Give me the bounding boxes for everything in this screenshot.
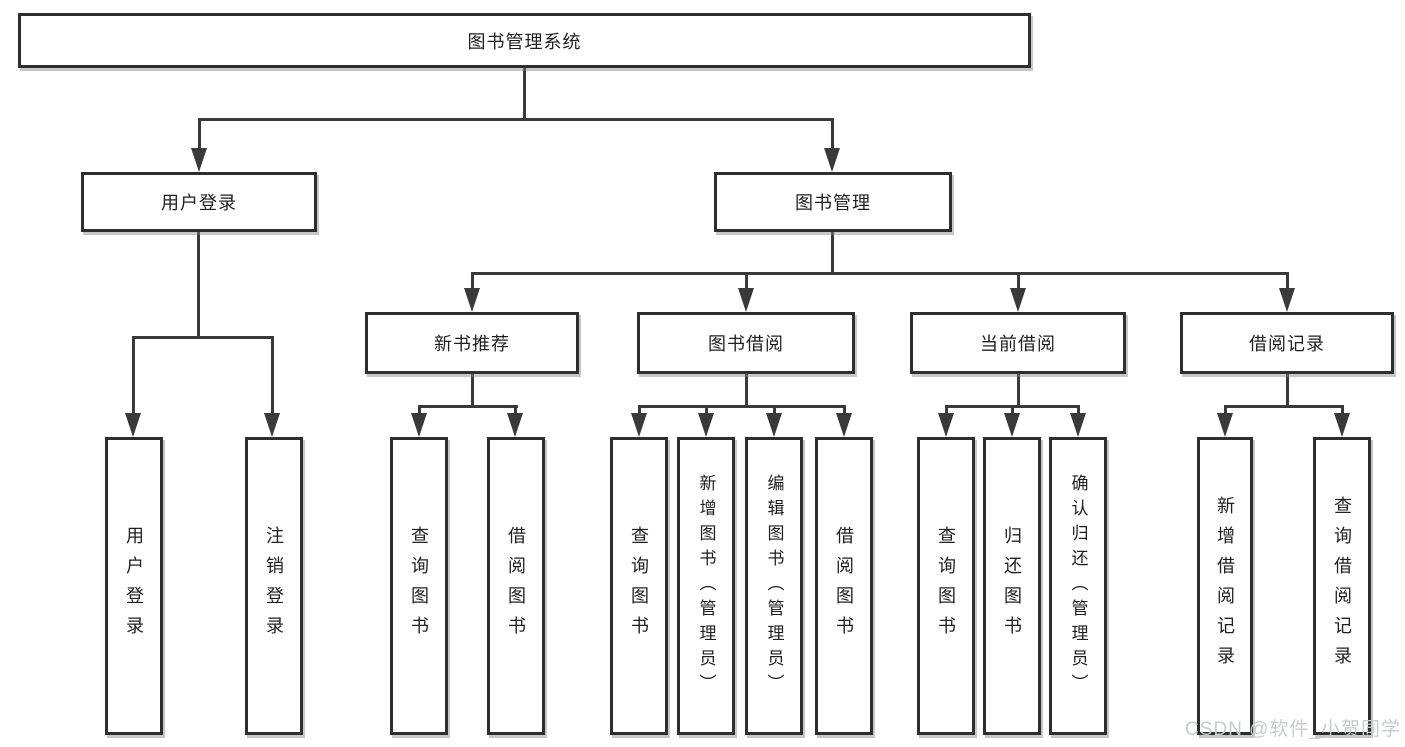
connector-line [745,374,748,405]
arrow-down-icon [1010,288,1026,312]
leaf-return-books: 归还图书 [983,437,1041,735]
arrow-down-icon [1334,413,1350,437]
leaf-query-books-recommend: 查询图书 [390,437,448,735]
node-library-system: 图书管理系统 [18,13,1031,68]
connector-line [523,68,526,118]
connector-line [471,374,474,405]
arrow-down-icon [411,413,427,437]
connector-line [705,405,708,419]
connector-line [1017,374,1020,405]
connector-line [1011,405,1014,419]
arrow-down-icon [698,413,714,437]
connector-line [843,405,846,419]
connector-line [514,405,517,419]
leaf-query-borrow-record: 查询借阅记录 [1313,437,1371,735]
arrow-down-icon [191,148,207,172]
connector-line [132,336,135,416]
arrow-down-icon [1279,288,1295,312]
connector-line [471,272,1289,275]
leaf-query-books-current: 查询图书 [917,437,975,735]
arrow-down-icon [766,413,782,437]
node-user-login: 用户登录 [81,172,317,232]
connector-line [197,232,200,336]
arrow-down-icon [507,413,523,437]
connector-line [271,336,274,416]
connector-line [132,336,274,339]
arrow-down-icon [738,288,754,312]
connector-line [418,405,421,419]
arrow-down-icon [631,413,647,437]
connector-line [773,405,776,419]
connector-line [198,118,834,121]
leaf-edit-book-admin: 编辑图书（管理员） [745,437,803,735]
arrow-down-icon [1070,413,1086,437]
leaf-query-books-borrow: 查询图书 [610,437,668,735]
connector-line [831,232,834,272]
arrow-down-icon [464,288,480,312]
leaf-logout: 注销登录 [245,437,303,735]
arrow-down-icon [264,413,280,437]
arrow-down-icon [1217,413,1233,437]
node-book-borrow: 图书借阅 [637,312,855,374]
leaf-confirm-return-admin: 确认归还（管理员） [1049,437,1107,735]
connector-line [1224,405,1344,408]
node-new-book-recommend: 新书推荐 [365,312,579,374]
connector-line [1286,374,1289,405]
node-book-management: 图书管理 [714,172,952,232]
connector-line [831,118,834,152]
connector-line [638,405,641,419]
connector-line [1286,272,1289,292]
leaf-add-borrow-record: 新增借阅记录 [1197,437,1253,735]
connector-line [1224,405,1227,419]
connector-line [1017,272,1020,292]
connector-line [1077,405,1080,419]
connector-line [1341,405,1344,419]
connector-line [471,272,474,292]
arrow-down-icon [125,413,141,437]
leaf-borrow-books-recommend: 借阅图书 [487,437,545,735]
watermark-text: CSDN @软件_小贺同学 [1185,719,1401,740]
node-current-borrow: 当前借阅 [910,312,1126,374]
arrow-down-icon [836,413,852,437]
connector-line [745,272,748,292]
leaf-user-login: 用户登录 [105,437,163,735]
node-borrow-records: 借阅记录 [1180,312,1394,374]
connector-line [945,405,948,419]
connector-line [638,405,846,408]
leaf-borrow-books: 借阅图书 [815,437,873,735]
connector-line [198,118,201,152]
arrow-down-icon [938,413,954,437]
arrow-down-icon [824,148,840,172]
arrow-down-icon [1004,413,1020,437]
leaf-add-book-admin: 新增图书（管理员） [677,437,735,735]
connector-line [418,405,518,408]
